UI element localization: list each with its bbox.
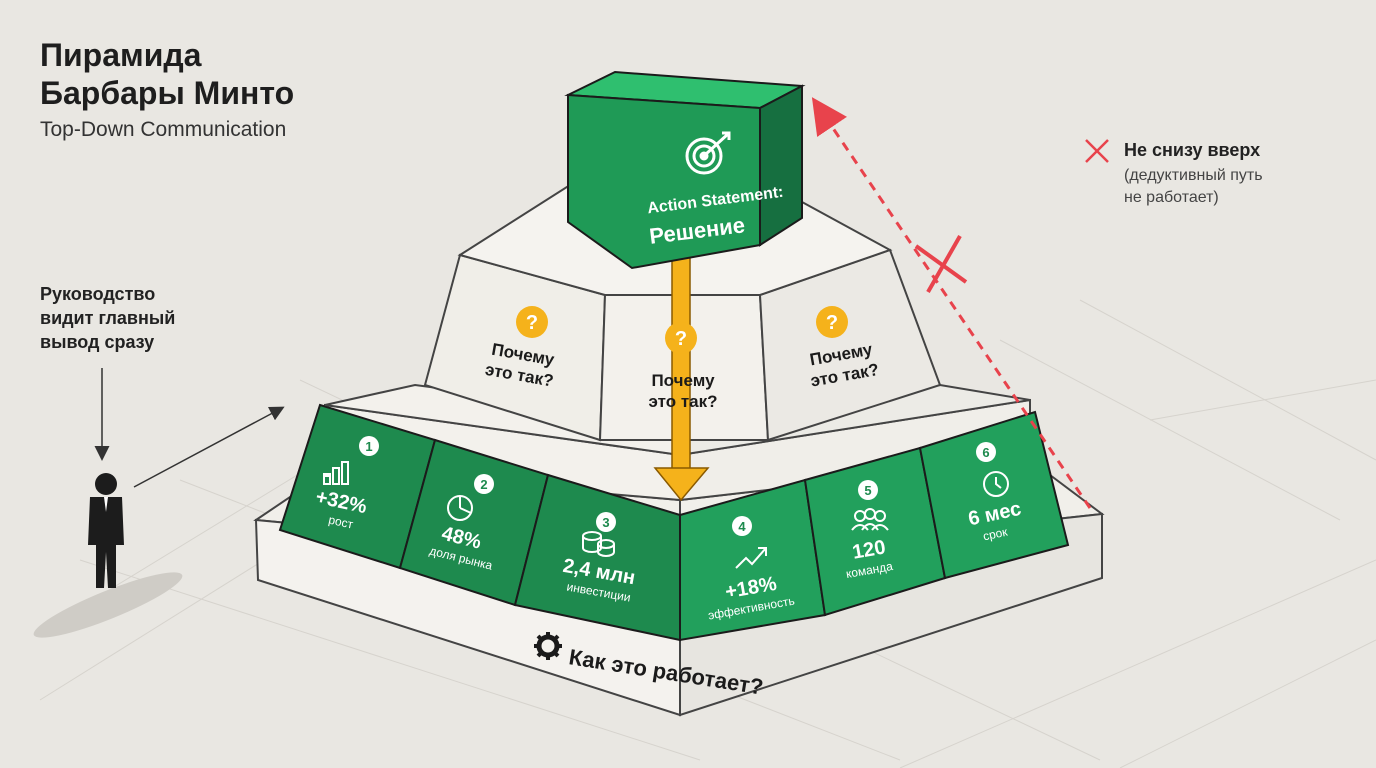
question-icon xyxy=(516,306,548,338)
view-arrow xyxy=(133,406,285,488)
question-icon xyxy=(665,322,697,354)
question-mark-glyph: ? xyxy=(675,328,687,350)
trend-up-icon xyxy=(735,547,767,569)
coins-icon xyxy=(582,531,615,557)
pie-chart-icon xyxy=(447,495,473,521)
metric-number-badge xyxy=(359,436,379,456)
cross-mark-icon xyxy=(914,235,968,293)
metric-number: 1 xyxy=(365,439,372,454)
metric-number-badge xyxy=(474,474,494,494)
metric-label: срок xyxy=(982,525,1010,544)
bottom-up-arrow xyxy=(811,97,1092,509)
metric-number: 4 xyxy=(738,519,746,534)
metric-number-badge xyxy=(976,442,996,462)
metric-number-badge xyxy=(732,516,752,536)
team-icon xyxy=(851,508,889,531)
question-mark-glyph: ? xyxy=(826,312,838,334)
question-mark-glyph: ? xyxy=(526,312,538,334)
gear-icon xyxy=(534,632,562,660)
left-note-line-3: вывод сразу xyxy=(40,332,155,352)
metric-number: 5 xyxy=(864,483,871,498)
right-note: Не снизу вверх (дедуктивный путь не рабо… xyxy=(1124,140,1263,209)
clock-icon xyxy=(983,471,1009,497)
metric-number: 3 xyxy=(602,515,609,530)
person-figure xyxy=(33,473,183,638)
question-card: ?Почемуэто так? xyxy=(484,306,556,391)
page-subtitle: Top-Down Communication xyxy=(40,118,287,141)
left-note-line-2: видит главный xyxy=(40,308,176,328)
left-note-line-1: Руководство xyxy=(40,284,156,304)
metric-card: 248%доля рынка xyxy=(398,438,550,607)
metric-card: 1+32%рост xyxy=(278,403,437,570)
middle-tier xyxy=(324,248,1031,457)
metric-card: 4+18%эффективность xyxy=(679,478,827,642)
page-title: Пирамида Барбары Минто xyxy=(40,36,294,112)
right-note-sub: (дедуктивный путь не работает) xyxy=(1124,165,1263,209)
metric-number: 2 xyxy=(480,477,487,492)
left-note: Руководство видит главный вывод сразу xyxy=(40,282,175,354)
right-note-title: Не снизу вверх xyxy=(1124,140,1261,160)
target-icon xyxy=(685,131,731,175)
title-line-1: Пирамида xyxy=(40,37,202,73)
question-icon xyxy=(816,306,848,338)
right-note-sub-line-2: не работает) xyxy=(1124,189,1219,206)
metric-label: рост xyxy=(327,513,355,532)
bar-chart-icon xyxy=(323,461,349,485)
right-note-sub-line-1: (дедуктивный путь xyxy=(1124,167,1263,184)
action-statement-block: Action Statement: Решение xyxy=(564,70,806,270)
title-line-2: Барбары Минто xyxy=(40,75,295,111)
metric-number: 6 xyxy=(982,445,989,460)
metric-number-badge xyxy=(858,480,878,500)
metric-number-badge xyxy=(596,512,616,532)
legend-cross-icon xyxy=(1085,139,1109,163)
